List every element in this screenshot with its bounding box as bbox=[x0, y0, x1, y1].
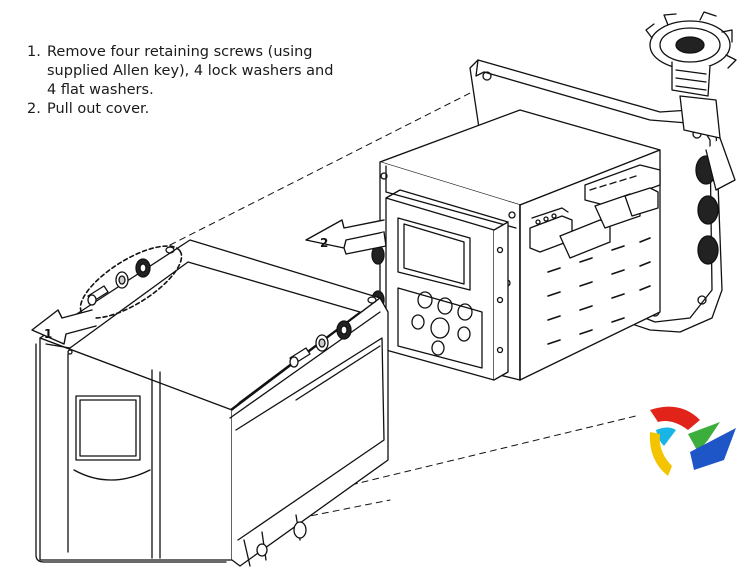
logo-swoosh-blue bbox=[690, 428, 736, 470]
step-number: 2. bbox=[27, 101, 41, 117]
display-module bbox=[386, 190, 508, 380]
callout-label-screws: 1 bbox=[44, 327, 52, 341]
vent-slots bbox=[548, 238, 650, 344]
enclosure-base bbox=[372, 12, 736, 380]
cover-screw-hole bbox=[68, 247, 376, 354]
instruction-step-2: 2. Pull out cover. bbox=[27, 100, 337, 119]
step-number: 1. bbox=[27, 44, 41, 60]
step-text: Pull out cover. bbox=[47, 101, 150, 117]
retaining-screw-set bbox=[70, 233, 351, 367]
logo-swoosh-green bbox=[688, 422, 720, 452]
valve-handwheel bbox=[646, 12, 736, 190]
step-text: Remove four retaining screws (using supp… bbox=[47, 44, 334, 98]
pull-arrow: 2 bbox=[306, 220, 386, 254]
instruction-step-1: 1. Remove four retaining screws (using s… bbox=[27, 43, 337, 100]
terminal-blocks bbox=[530, 165, 660, 258]
remove-arrow: 1 bbox=[32, 310, 96, 344]
logo-swoosh-cyan bbox=[656, 427, 676, 446]
instruction-list: 1. Remove four retaining screws (using s… bbox=[27, 43, 337, 119]
logo-swoosh-red bbox=[650, 406, 700, 430]
callout-label-cover: 2 bbox=[320, 236, 328, 250]
brand-logo bbox=[649, 406, 736, 476]
logo-swoosh-yellow bbox=[649, 432, 672, 476]
